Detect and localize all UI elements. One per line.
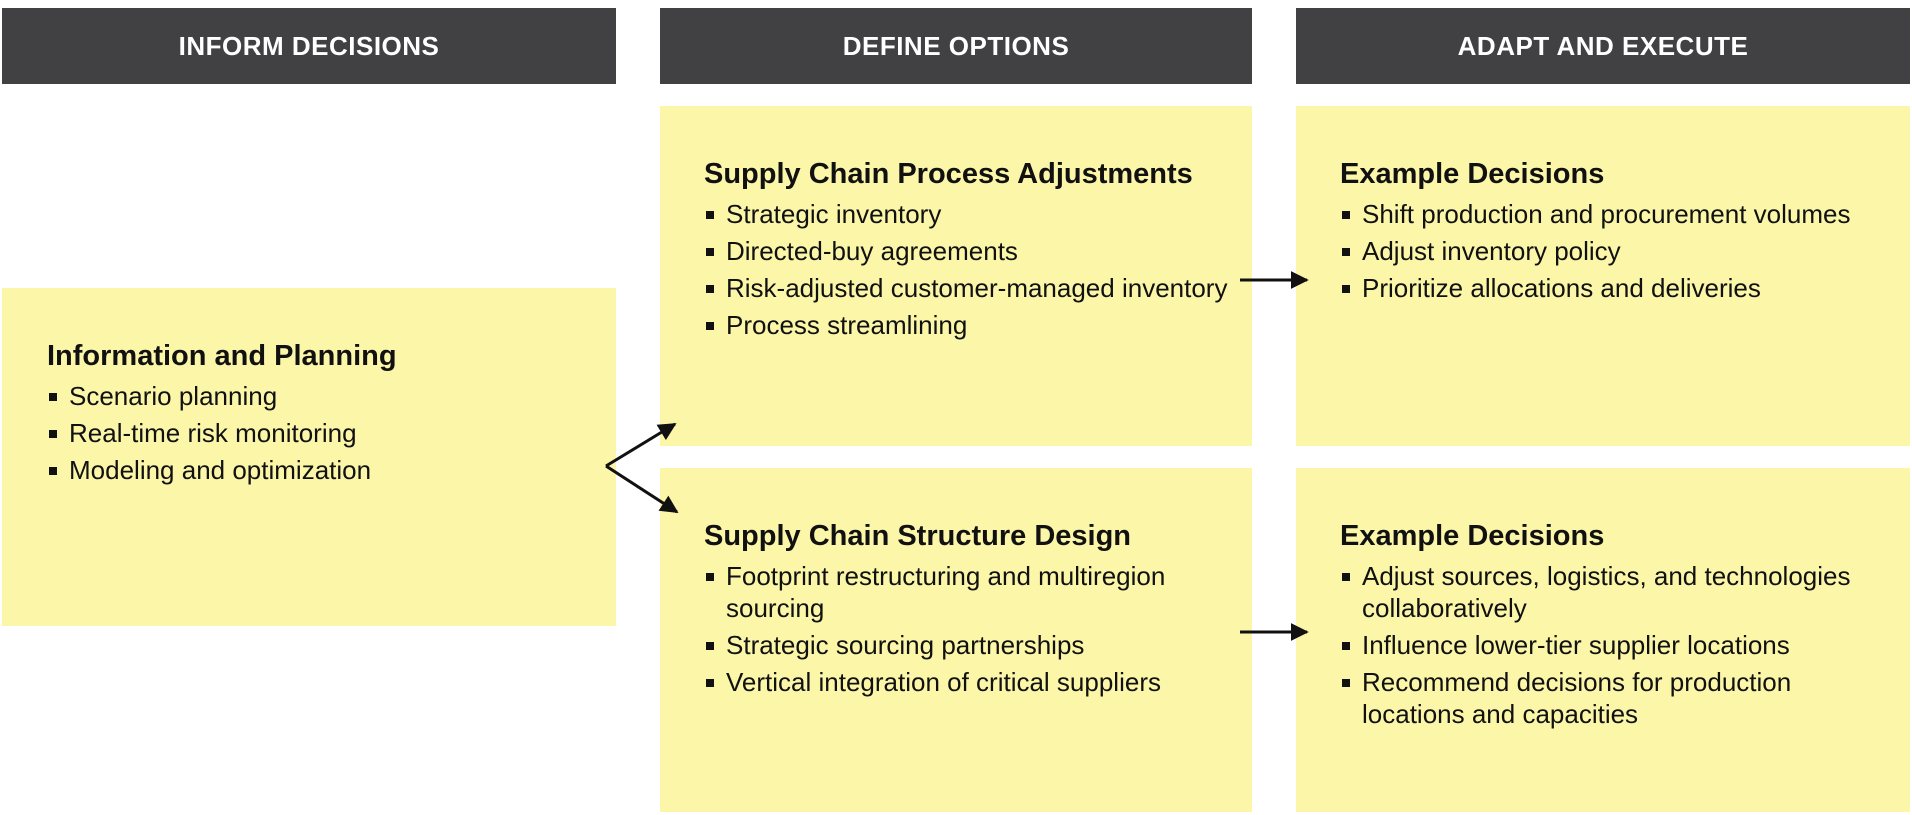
header-inform-decisions: INFORM DECISIONS [2,8,616,84]
structure-design-box: Supply Chain Structure Design Footprint … [660,468,1252,812]
information-and-planning-box: Information and Planning Scenario planni… [2,288,616,626]
bullet-list: Footprint restructuring and multiregion … [704,560,1228,698]
list-item: Process streamlining [704,309,1228,341]
list-item: Modeling and optimization [47,454,592,486]
list-item: Prioritize allocations and deliveries [1340,272,1886,304]
process-adjustments-box: Supply Chain Process Adjustments Strateg… [660,106,1252,446]
list-item: Shift production and procurement volumes [1340,198,1886,230]
arrow-to-process-adjustments [605,422,677,468]
list-item: Adjust sources, logistics, and technolog… [1340,560,1886,624]
box-title: Supply Chain Process Adjustments [704,158,1193,190]
list-item: Strategic inventory [704,198,1228,230]
header-adapt-and-execute: ADAPT AND EXECUTE [1296,8,1910,84]
box-title: Supply Chain Structure Design [704,520,1131,552]
list-item: Recommend decisions for production locat… [1340,666,1886,730]
list-item: Vertical integration of critical supplie… [704,666,1228,698]
bullet-list: Strategic inventory Directed-buy agreeme… [704,198,1228,341]
list-item: Real-time risk monitoring [47,417,592,449]
list-item: Influence lower-tier supplier locations [1340,629,1886,661]
box-title: Example Decisions [1340,158,1605,190]
list-item: Footprint restructuring and multiregion … [704,560,1228,624]
arrow-to-structure-design [605,464,679,514]
bullet-list: Shift production and procurement volumes… [1340,198,1886,304]
bullet-list: Adjust sources, logistics, and technolog… [1340,560,1886,730]
example-decisions-bottom-box: Example Decisions Adjust sources, logist… [1296,468,1910,812]
header-define-options: DEFINE OPTIONS [660,8,1252,84]
box-title: Example Decisions [1340,520,1605,552]
example-decisions-top-box: Example Decisions Shift production and p… [1296,106,1910,446]
box-title: Information and Planning [47,340,397,372]
bullet-list: Scenario planning Real-time risk monitor… [47,380,592,486]
list-item: Strategic sourcing partnerships [704,629,1228,661]
list-item: Directed-buy agreements [704,235,1228,267]
list-item: Adjust inventory policy [1340,235,1886,267]
list-item: Risk-adjusted customer-managed inventory [704,272,1228,304]
list-item: Scenario planning [47,380,592,412]
